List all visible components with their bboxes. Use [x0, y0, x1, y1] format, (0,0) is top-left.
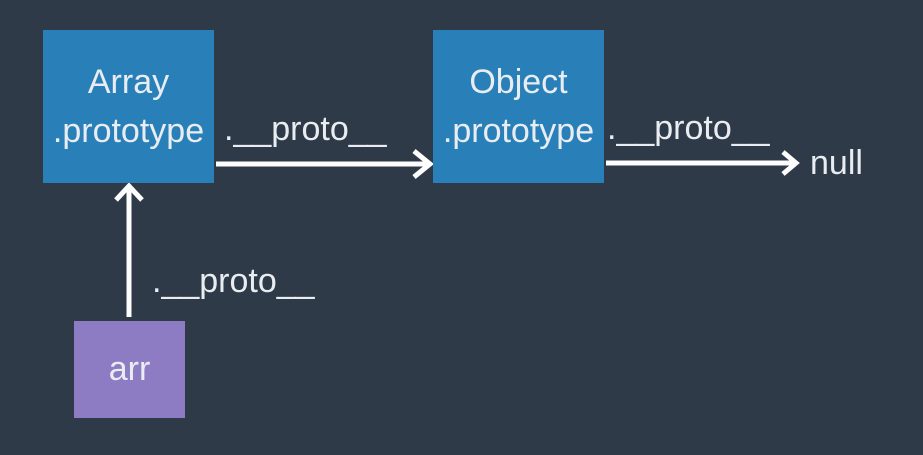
arr-label: arr	[108, 350, 151, 388]
object-prototype-subtitle: .prototype	[442, 111, 595, 150]
array-prototype-subtitle: .prototype	[52, 111, 205, 150]
edge-label-array-to-object: .__proto__	[224, 110, 387, 148]
object-prototype-title: Object	[469, 62, 568, 101]
array-prototype-title: Array	[87, 62, 170, 101]
proto-arrow-array-to-object-icon	[216, 149, 434, 179]
node-arr: arr	[74, 321, 185, 418]
edge-label-arr-to-array: .__proto__	[152, 262, 315, 300]
null-terminal: null	[810, 144, 863, 182]
node-array-prototype: Array .prototype	[43, 30, 214, 183]
proto-arrow-arr-to-array-icon	[114, 182, 144, 317]
edge-label-object-to-null: .__proto__	[607, 109, 770, 147]
proto-arrow-object-to-null-icon	[606, 150, 800, 176]
node-object-prototype: Object .prototype	[433, 30, 604, 183]
